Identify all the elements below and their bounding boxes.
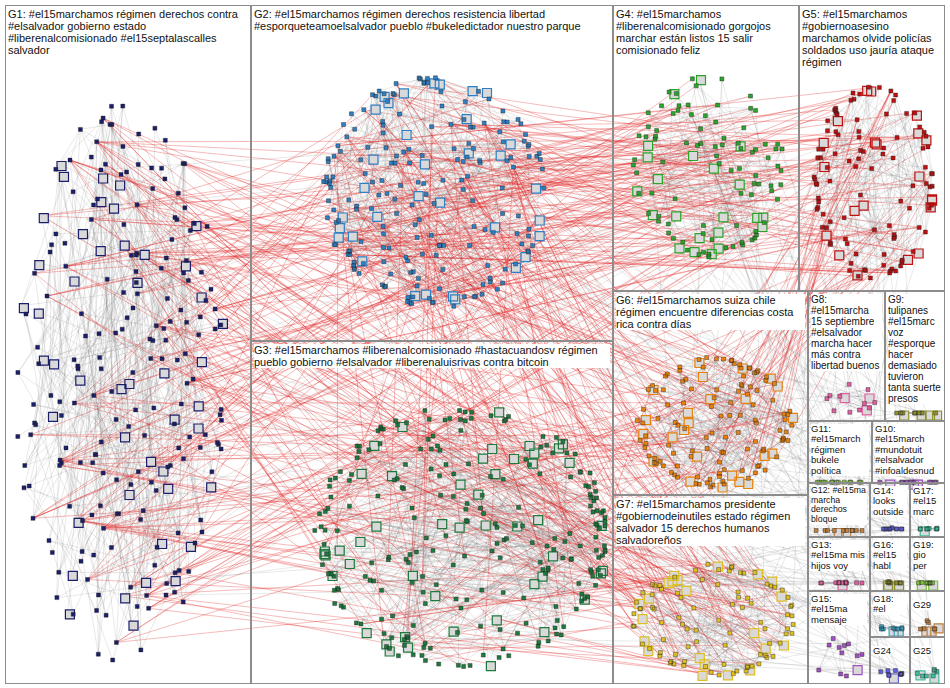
- group-label: G18: #el: [873, 594, 907, 615]
- group-panel: G1: #el15marchamos régimen derechos cont…: [5, 5, 251, 684]
- group-label: G25: [913, 646, 931, 656]
- group-label: G24: [873, 646, 891, 656]
- vertices: [631, 77, 784, 258]
- vertices: [16, 104, 224, 662]
- vertices: [819, 580, 864, 585]
- group-panel: G24: [870, 637, 910, 684]
- group-label: G19: gio per: [913, 540, 942, 571]
- vertices: [895, 411, 938, 415]
- group-panel: G4: #el15marchamos #liberenalcomisionado…: [613, 5, 799, 291]
- vertices: [631, 562, 795, 677]
- group-panel: G5: #el15marchamos #gobiernoasesino marc…: [799, 5, 945, 291]
- group-label: G17: #el15 marc: [913, 486, 942, 517]
- group-label: G13: #el15ma mis hijos voy: [811, 540, 867, 571]
- avatar-vertices: [334, 79, 544, 304]
- group-panel: G18: #el: [870, 591, 910, 637]
- vertices: [918, 526, 939, 531]
- group-panel: G13: #el15ma mis hijos voy: [808, 537, 870, 591]
- vertices: [879, 669, 904, 678]
- group-panel: G29: [910, 591, 945, 637]
- group-label: G15: #el15ma mensaje: [811, 594, 867, 625]
- group-label: G7: #el15marchamos presidente #gobiernod…: [616, 498, 805, 546]
- group-label: G2: #el15marchamos régimen derechos resi…: [254, 8, 610, 32]
- vertices: [915, 667, 939, 678]
- group-label: G5: #el15marchamos #gobiernoasesino marc…: [802, 8, 942, 68]
- group-label: G11: #el15march régimen bukele política: [811, 424, 869, 476]
- group-panel: G7: #el15marchamos presidente #gobiernod…: [613, 495, 808, 684]
- group-label: G9: tulipanes #el15marc voz #esporque ha…: [888, 294, 942, 404]
- group-panel: G3: #el15marchamos #liberenalcomisionado…: [251, 341, 613, 684]
- group-panel: G12: #el15ma marcha derechos bloque: [808, 483, 870, 537]
- group-panel: G16: #el15 habl: [870, 537, 910, 591]
- vertices: [635, 356, 794, 490]
- group-label: G29: [913, 600, 931, 610]
- group-panel: G17: #el15 marc: [910, 483, 945, 537]
- group-label: G6: #el15marchamos suiza chile régimen e…: [616, 294, 805, 330]
- group-label: G16: #el15 habl: [873, 540, 907, 571]
- vertices: [817, 637, 864, 679]
- group-label: G12: #el15ma marcha derechos bloque: [811, 486, 867, 525]
- avatar-vertices: [853, 666, 862, 675]
- vertices: [814, 529, 864, 533]
- group-panel: G15: #el15ma mensaje: [808, 591, 870, 684]
- vertices: [322, 76, 546, 308]
- group-label: G14: looks outside: [873, 486, 907, 517]
- avatar-vertices: [633, 76, 768, 259]
- avatar-vertices: [840, 394, 874, 415]
- avatar-vertices: [917, 581, 937, 590]
- group-panel: G2: #el15marchamos régimen derechos resi…: [251, 5, 613, 341]
- group-label: G4: #el15marchamos #liberenalcomisionado…: [616, 8, 796, 56]
- group-panel: G19: gio per: [910, 537, 945, 591]
- group-panel: G14: looks outside: [870, 483, 910, 537]
- group-label: G1: #el15marchamos régimen derechos cont…: [8, 8, 248, 56]
- group-panel: G6: #el15marchamos suiza chile régimen e…: [613, 291, 808, 495]
- group-panel: G8: #el15marcha 15 septiembre #elsalvado…: [808, 291, 885, 421]
- vertices: [886, 580, 903, 585]
- vertices: [825, 382, 877, 414]
- group-panel: G11: #el15march régimen bukele política: [808, 421, 872, 483]
- group-panel: G9: tulipanes #el15marc voz #esporque ha…: [885, 291, 945, 421]
- group-label: G3: #el15marchamos #liberenalcomisionado…: [254, 344, 610, 368]
- vertices: [313, 409, 607, 669]
- vertices: [918, 619, 937, 631]
- group-panel: G25: [910, 637, 945, 684]
- vertices: [879, 625, 904, 631]
- group-panel: G10: #el15march #mundotuit #elsalvador #…: [872, 421, 945, 483]
- vertices: [881, 526, 904, 531]
- group-label: G8: #el15marcha 15 septiembre #elsalvado…: [811, 294, 882, 371]
- group-label: G10: #el15march #mundotuit #elsalvador #…: [875, 424, 942, 476]
- vertices: [812, 85, 934, 280]
- vertices: [917, 581, 935, 586]
- avatar-vertices: [635, 562, 789, 680]
